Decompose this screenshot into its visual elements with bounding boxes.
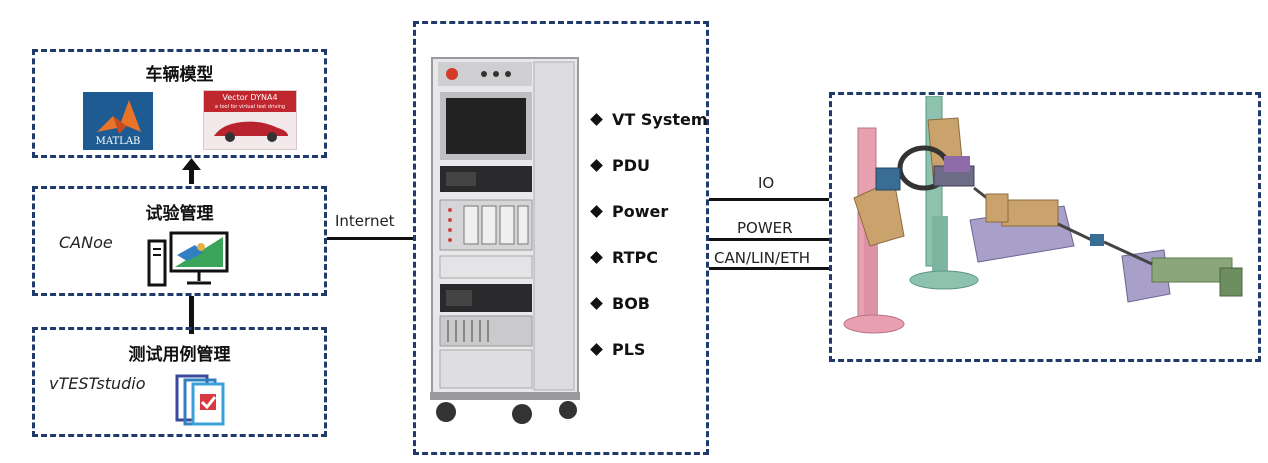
io-label: IO: [758, 174, 775, 192]
module-label: PDU: [612, 155, 650, 175]
module-item: RTPC: [590, 234, 708, 280]
module-label: BOB: [612, 293, 650, 313]
io-link: [709, 198, 829, 201]
diamond-bullet-icon: [590, 342, 603, 356]
vteststudio-icon: [175, 374, 225, 426]
module-item: PLS: [590, 326, 708, 372]
rack-box: [413, 21, 709, 455]
dyna4-logo-subtitle: a tool for virtual test driving: [204, 104, 296, 112]
module-item: PDU: [590, 142, 708, 188]
module-item: BOB: [590, 280, 708, 326]
power-link: [709, 238, 829, 241]
vehicle-model-title: 车辆模型: [145, 65, 214, 85]
connector-test-case: [189, 296, 194, 334]
car-icon: [214, 121, 288, 142]
diamond-bullet-icon: [590, 112, 603, 126]
matlab-peak-icon: [97, 100, 141, 134]
power-label: POWER: [737, 219, 793, 237]
dyna4-logo: Vector DYNA4 a tool for virtual test dri…: [203, 90, 297, 150]
steering-test-bench-icon: [843, 96, 1243, 334]
canoe-label: CANoe: [59, 233, 113, 252]
vehicle-model-box: 车辆模型 MATLAB Vector DYNA4 a tool for virt…: [32, 49, 327, 158]
module-item: VT System: [590, 96, 708, 142]
diamond-bullet-icon: [590, 296, 603, 310]
computer-icon: [147, 231, 229, 287]
module-label: Power: [612, 201, 669, 221]
module-item: Power: [590, 188, 708, 234]
diamond-bullet-icon: [590, 204, 603, 218]
arrow-head-icon: [182, 158, 201, 170]
vteststudio-label: vTESTstudio: [49, 374, 146, 393]
hil-rack-icon: [430, 57, 580, 424]
diamond-bullet-icon: [590, 250, 603, 264]
dyna4-logo-title: Vector DYNA4: [204, 91, 296, 104]
test-bench-box: [829, 92, 1261, 362]
matlab-logo-text: MATLAB: [95, 136, 141, 147]
rack-module-list: VT System PDU Power RTPC BOB PLS: [590, 96, 708, 372]
module-label: VT System: [612, 109, 708, 129]
bus-link: [709, 267, 829, 270]
test-management-box: 试验管理 CANoe: [32, 186, 327, 296]
test-management-title: 试验管理: [145, 204, 214, 224]
internet-link: [327, 237, 413, 240]
internet-label: Internet: [335, 212, 395, 230]
bus-label: CAN/LIN/ETH: [714, 249, 810, 267]
arrow-to-vehicle-model: [189, 166, 194, 184]
diamond-bullet-icon: [590, 158, 603, 172]
matlab-logo: MATLAB: [83, 92, 153, 150]
test-case-management-box: 测试用例管理 vTESTstudio: [32, 327, 327, 437]
module-label: RTPC: [612, 247, 658, 267]
module-label: PLS: [612, 339, 646, 359]
test-case-management-title: 测试用例管理: [128, 345, 231, 365]
